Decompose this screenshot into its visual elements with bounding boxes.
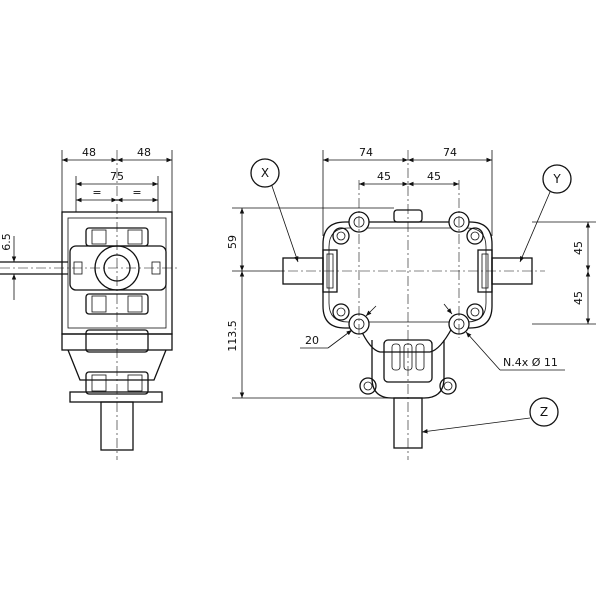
dim-side-6-5: 6.5 (0, 233, 13, 251)
callout-y-label: Y (552, 172, 561, 186)
front-housing (322, 221, 493, 353)
dim-front-74-left: 74 (359, 146, 373, 159)
dim-front-74-right: 74 (443, 146, 457, 159)
dim-hole-20: 20 (305, 334, 319, 347)
callout-z-label: Z (540, 405, 548, 419)
dim-side-48-left: 48 (82, 146, 96, 159)
hole-note: N.4x Ø 11 (503, 356, 558, 369)
dim-side-48-right: 48 (137, 146, 151, 159)
dim-front-right-45-lower: 45 (572, 291, 585, 305)
callout-y-circle (542, 164, 572, 194)
front-view: 74 74 45 45 59 113.5 45 45 20 N.4x Ø 11 (226, 146, 596, 460)
callout-x-label: X (261, 166, 269, 180)
dim-front-45-right: 45 (427, 170, 441, 183)
equal-mark-right: = (132, 186, 141, 199)
dim-front-right-45-upper: 45 (572, 241, 585, 255)
callout-z-circle (529, 397, 559, 427)
callout-x-circle (250, 158, 280, 188)
side-view: 48 48 75 = = 6.5 (0, 146, 180, 460)
dim-front-113-5: 113.5 (226, 320, 239, 352)
dim-side-75: 75 (110, 170, 124, 183)
dim-front-45-left: 45 (377, 170, 391, 183)
dim-front-59: 59 (226, 235, 239, 249)
equal-mark-left: = (92, 186, 101, 199)
